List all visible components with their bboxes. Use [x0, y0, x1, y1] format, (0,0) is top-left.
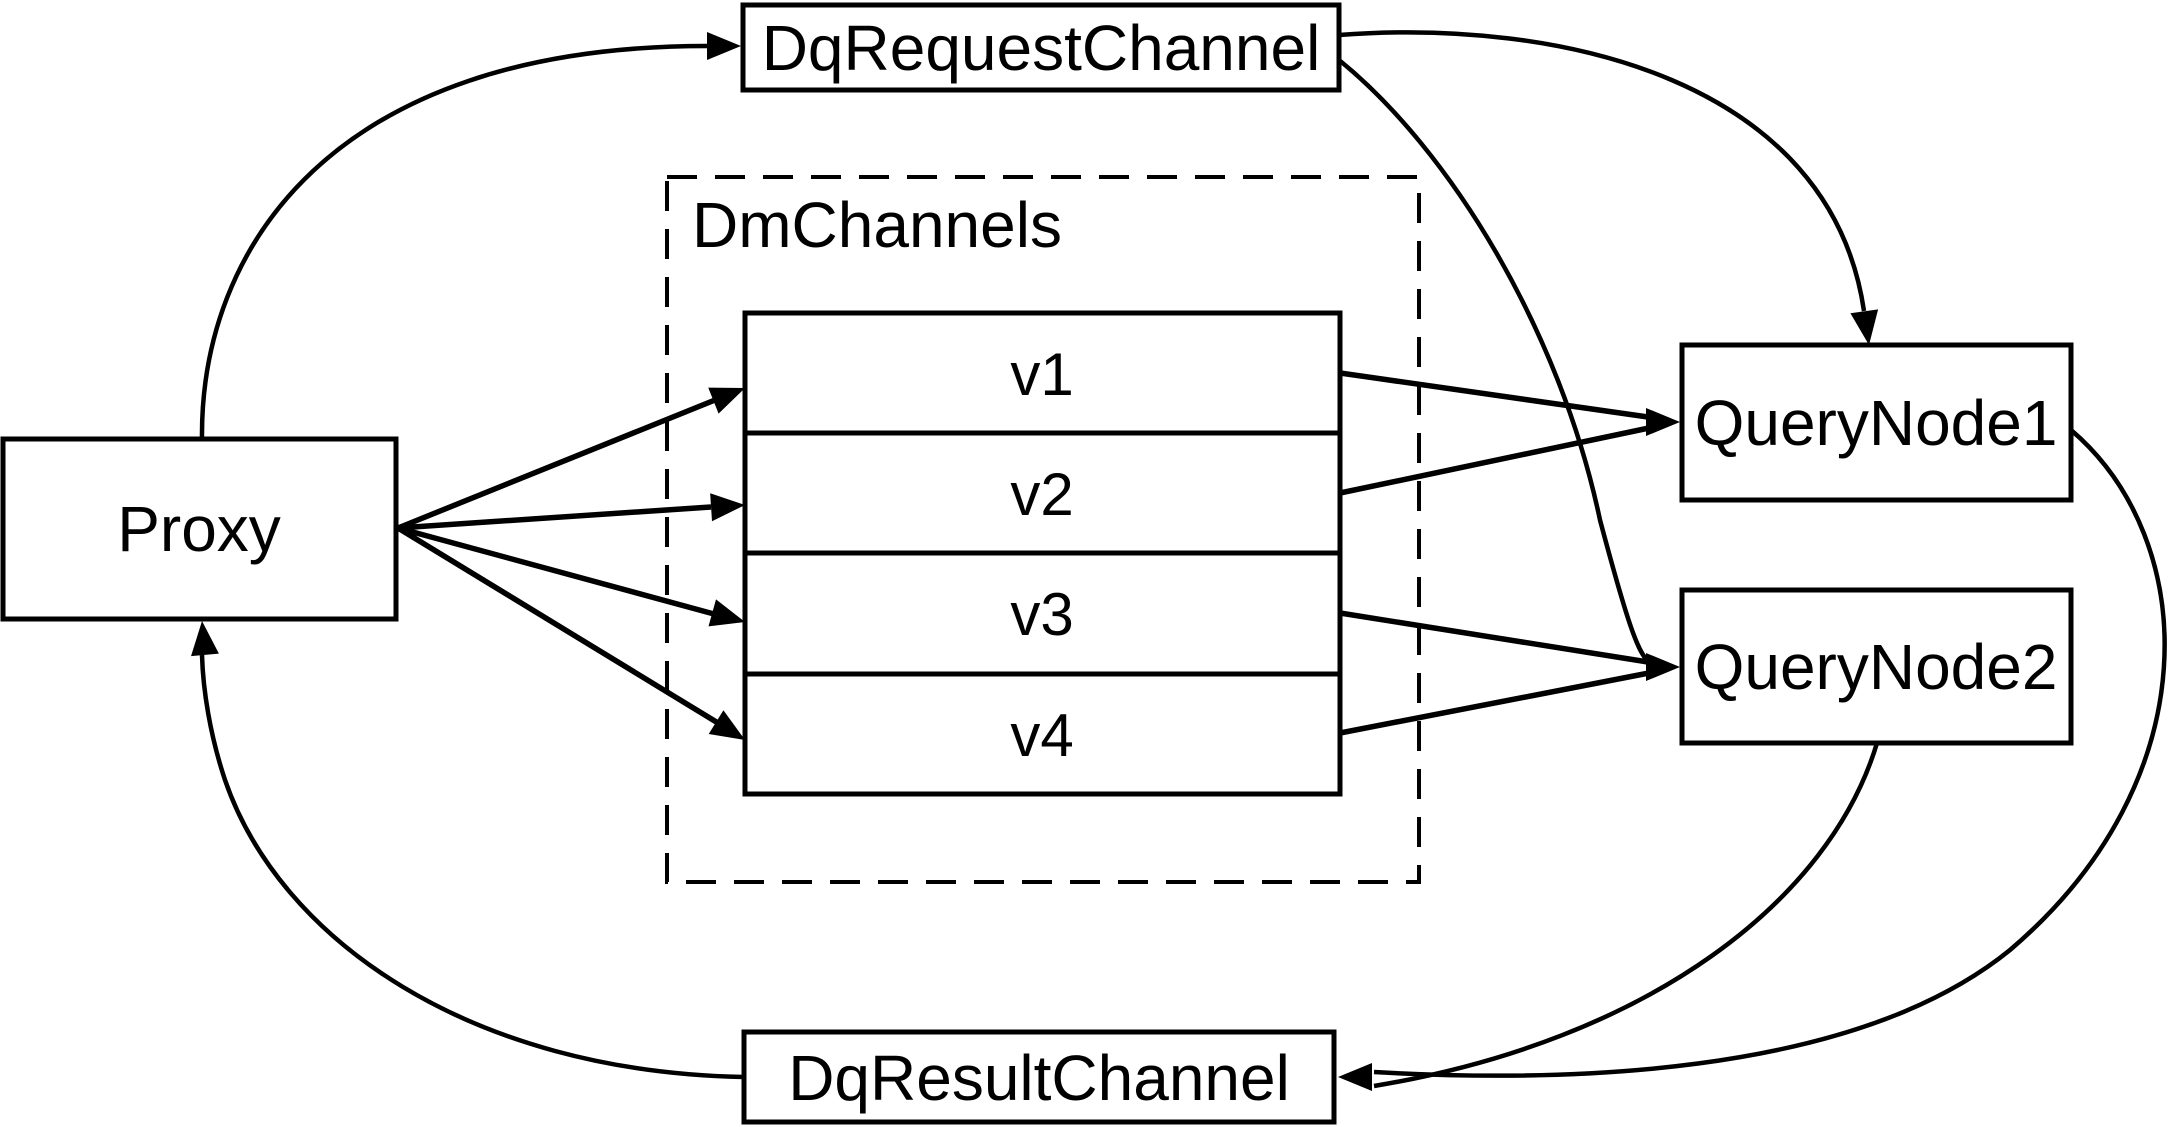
arrowhead-into-v2 — [710, 493, 745, 522]
channel-row-v3: v3 — [1010, 581, 1073, 648]
edge-dqrequestchannel-to-querynode2 — [1337, 58, 1650, 663]
arrowhead-into-dqresultchannel — [1338, 1063, 1372, 1091]
edge-querynode2-to-dqresultchannel — [1373, 742, 1880, 1089]
arrowhead-into-proxy — [191, 621, 219, 657]
dmchannels-group-label: DmChannels — [692, 189, 1062, 261]
querynode1-node-box — [1679, 342, 2074, 503]
edge-dqresultchannel-to-proxy — [199, 654, 745, 1080]
proxy-node-label: Proxy — [117, 493, 281, 565]
edge-dqrequestchannel-to-querynode1 — [1338, 30, 1867, 312]
edge-proxy-to-v4 — [396, 525, 720, 726]
edge-proxy-to-v3 — [397, 525, 715, 617]
edge-proxy-to-v2 — [397, 504, 712, 531]
querynode1-node-label: QueryNode1 — [1695, 387, 2058, 459]
arrowhead-into-querynode2-left — [1646, 653, 1680, 681]
channel-row-v2: v2 — [1010, 461, 1073, 528]
arrowhead-into-v3 — [708, 599, 745, 627]
edge-querynode1-to-dqresultchannel — [1373, 428, 2167, 1078]
dmchannels-group-box — [665, 175, 1421, 884]
arrowhead-into-querynode1-top — [1850, 309, 1879, 345]
dqrequestchannel-node-label: DqRequestChannel — [762, 12, 1321, 84]
querynode2-node-label: QueryNode2 — [1695, 631, 2058, 703]
arrowhead-into-querynode1-left — [1646, 408, 1680, 436]
proxy-node-box — [0, 436, 399, 622]
channel-row-v4: v4 — [1010, 702, 1073, 769]
dqresultchannel-node-label: DqResultChannel — [788, 1042, 1290, 1114]
querynode2-node-box — [1679, 587, 2074, 746]
edge-proxy-to-v1 — [396, 397, 717, 531]
dqrequestchannel-node-box — [740, 2, 1342, 93]
channel-row-v1: v1 — [1010, 341, 1073, 408]
arrowhead-into-v4 — [708, 710, 745, 740]
edge-v4-to-querynode2 — [1339, 670, 1650, 736]
dqresultchannel-node-box — [741, 1029, 1337, 1125]
edge-v3-to-querynode2 — [1339, 610, 1649, 665]
arrowhead-into-dqrequestchannel — [707, 32, 741, 60]
arrowhead-into-v1 — [708, 387, 745, 414]
edge-v1-to-querynode1 — [1339, 370, 1649, 420]
edge-v2-to-querynode1 — [1339, 425, 1650, 496]
edge-proxy-to-dqrequestchannel — [199, 43, 708, 440]
